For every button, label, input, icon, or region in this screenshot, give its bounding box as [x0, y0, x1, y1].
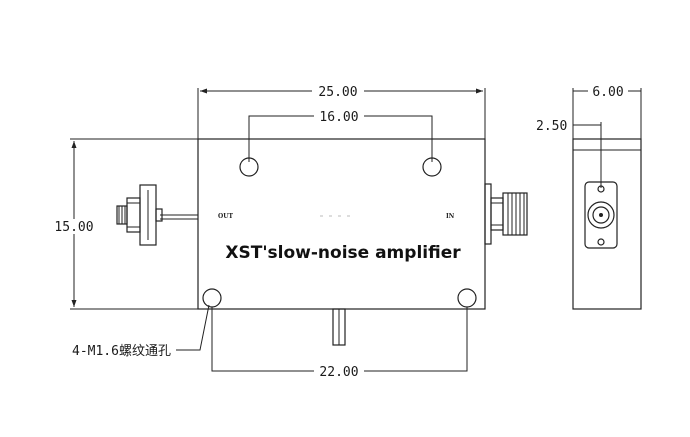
side-width-dim-label: 6.00 [592, 85, 623, 100]
width-dim-label: 25.00 [318, 85, 357, 100]
in-connector [484, 183, 528, 245]
hole-spec-label: 4-M1.6螺纹通孔 [72, 344, 171, 359]
height-arrow-top [71, 141, 77, 148]
mounting-hole-top-left [239, 157, 259, 177]
hole-spec-leader [176, 304, 210, 351]
mounting-hole-bottom-right [457, 288, 477, 308]
out-port-label: OUT [218, 213, 233, 220]
caption-title: XST'slow-noise amplifier [225, 243, 461, 263]
side-offset-dim-label: 2.50 [536, 119, 567, 134]
amplifier-body [197, 138, 486, 310]
dc-pin [332, 308, 346, 346]
height-arrow-bottom [71, 300, 77, 307]
side-view-body [572, 138, 642, 310]
top-hole-dim-label: 16.00 [319, 110, 358, 125]
width-arrow-right [476, 88, 483, 94]
height-dim-label: 15.00 [54, 220, 93, 235]
mounting-hole-bottom-left [202, 288, 222, 308]
side-connector-flange [584, 181, 618, 249]
mounting-hole-top-right [422, 157, 442, 177]
in-port-label: IN [446, 213, 455, 220]
bottom-hole-dim-label: 22.00 [319, 365, 358, 380]
width-arrow-left [200, 88, 207, 94]
out-connector [116, 184, 198, 246]
